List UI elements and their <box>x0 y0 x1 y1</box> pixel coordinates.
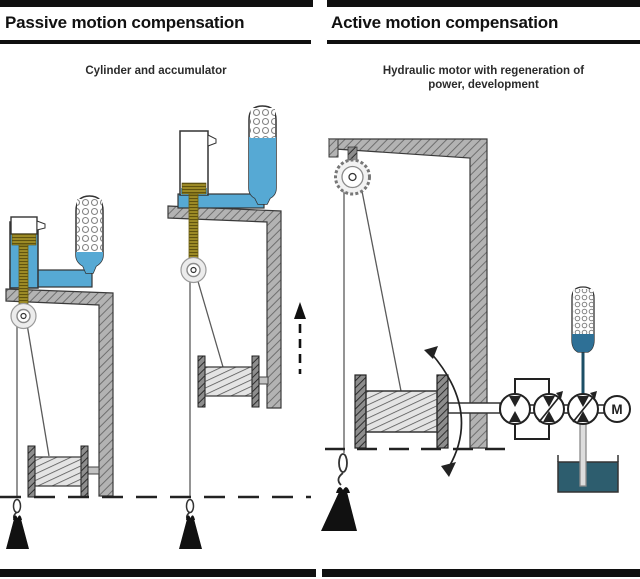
winch-flange-right <box>251 355 260 408</box>
motor-triangle-top <box>509 396 521 407</box>
active-panel-title: Active motion compensation <box>331 13 559 32</box>
wire-rope-to-drum <box>196 277 224 368</box>
hook <box>337 472 344 486</box>
heave-arrow-head <box>294 302 306 319</box>
load-weight <box>321 492 357 531</box>
sheave-axle <box>20 312 27 320</box>
active-diagram: M <box>321 138 631 531</box>
wire-rope-to-drum <box>26 323 50 457</box>
title-underline-left <box>0 40 311 44</box>
motor-triangle-bottom <box>509 411 521 422</box>
accumulator-gas-bubbles <box>573 289 593 334</box>
tank <box>557 461 619 493</box>
pump-triangle-top <box>577 396 589 407</box>
crane-frame-lip <box>328 138 339 158</box>
winch-flange-left <box>197 355 206 408</box>
electric-motor-label: M <box>611 402 622 417</box>
passive-subtitle: Cylinder and accumulator <box>85 65 227 77</box>
top-rule-left <box>0 0 313 7</box>
cylinder-spout <box>207 134 217 147</box>
winch-drum <box>204 366 253 397</box>
load-weight-horns <box>186 515 195 520</box>
pump-triangle-top <box>543 396 555 407</box>
winch-drum <box>34 456 82 487</box>
rotation-arrow-head-down <box>441 462 456 477</box>
rotation-arrow-arc <box>430 352 463 468</box>
sheave-axle <box>348 172 357 182</box>
winch-flange-left <box>27 445 36 498</box>
variable-arrow-head <box>590 391 597 399</box>
passive-diagram-compressed <box>5 195 114 549</box>
accumulator-gas-bubbles <box>77 199 102 252</box>
wire-rope-to-drum <box>360 185 402 392</box>
drive-shaft <box>447 402 501 414</box>
closed-circuit-pipe-top <box>514 378 550 395</box>
variable-arrow <box>572 395 595 423</box>
cylinder-cap <box>10 216 38 235</box>
winch-flange-right <box>436 374 449 449</box>
piston-head <box>181 182 207 195</box>
load-weight <box>6 519 29 549</box>
load-weight-horns <box>13 515 22 520</box>
winch-drum <box>365 390 438 433</box>
sheave-axle <box>190 266 197 274</box>
accumulator-liquid <box>76 252 103 273</box>
rotation-arrow-head-up <box>424 346 438 359</box>
active-subtitle: Hydraulic motor with regeneration of pow… <box>382 65 585 92</box>
crane-frame <box>5 288 114 497</box>
piston-rod <box>188 193 199 263</box>
title-underline-right <box>327 40 640 44</box>
variable-arrow <box>538 395 561 423</box>
suction-pipe <box>579 423 587 487</box>
pump-triangle-bottom <box>577 411 589 422</box>
bottom-rule-left <box>0 569 316 577</box>
piston-head <box>11 233 37 246</box>
winch-flange-left <box>354 374 367 449</box>
rope-thimble <box>185 498 195 514</box>
top-rule-right <box>327 0 640 7</box>
electric-motor-symbol <box>603 395 631 423</box>
crane-frame <box>167 205 282 409</box>
winch-flange-right <box>80 445 89 498</box>
bottom-rule-right <box>322 569 640 577</box>
pump-triangle-bottom <box>543 411 555 422</box>
passive-diagram-extended <box>167 105 306 549</box>
piston-rod <box>18 244 29 309</box>
load-weight-horns <box>336 487 350 493</box>
rope-thimble <box>12 498 22 514</box>
rope-thimble <box>338 453 348 473</box>
cylinder-spout <box>36 220 46 231</box>
closed-circuit-pipe-bottom <box>514 423 550 440</box>
hydraulic-motor-symbol <box>499 393 531 425</box>
accumulator-liquid <box>249 137 276 204</box>
accumulator-liquid <box>572 334 594 352</box>
load-weight <box>179 519 202 549</box>
passive-panel-title: Passive motion compensation <box>5 13 245 32</box>
accumulator-gas-bubbles <box>250 108 275 138</box>
variable-arrow-head <box>556 391 563 399</box>
